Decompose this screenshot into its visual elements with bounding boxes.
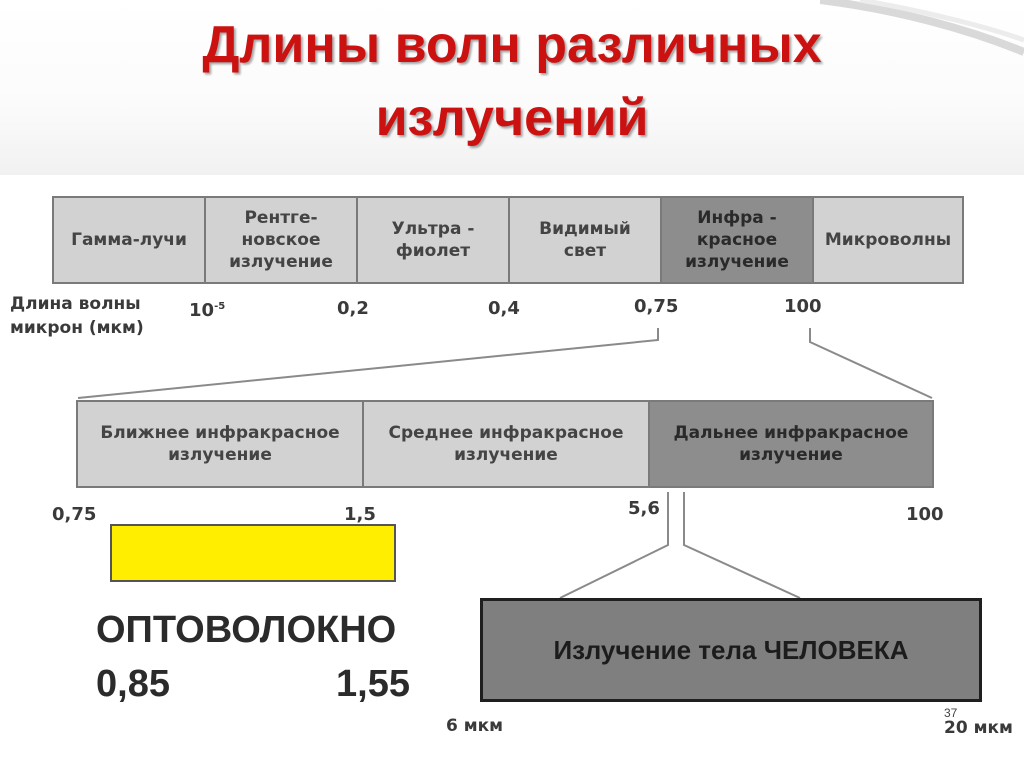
spectrum-tick-0: 10-5 <box>189 300 225 321</box>
spectrum-tick-2: 0,4 <box>488 298 520 319</box>
page-number: 37 <box>944 706 958 720</box>
tick-label: 10 <box>189 300 215 321</box>
spectrum-segment-gamma: Гамма-лучи <box>54 198 206 282</box>
tick-exponent: -5 <box>214 301 226 312</box>
spectrum-segment-ultraviolet: Ультра - фиолет <box>358 198 510 282</box>
infrared-segment-label: Ближнее инфракрасное излучение <box>100 423 340 465</box>
human-range-min: 6 мкм <box>446 716 504 736</box>
fiber-max-value: 1,55 <box>336 663 410 705</box>
wavelength-axis-label: Длина волны микрон (мкм) <box>10 292 144 340</box>
infrared-tick-3: 100 <box>906 504 944 525</box>
infrared-segment-label: Дальнее инфракрасное излучение <box>673 423 909 465</box>
spectrum-tick-4: 100 <box>784 296 822 317</box>
fiber-range-bar <box>110 524 396 582</box>
spectrum-band: Гамма-лучи Рентге- новское излучение Уль… <box>52 196 964 284</box>
infrared-segment-mid: Среднее инфракрасное излучение <box>364 402 650 486</box>
spectrum-segment-infrared: Инфра - красное излучение <box>662 198 814 282</box>
connector-left-upper <box>77 328 659 399</box>
infrared-band: Ближнее инфракрасное излучение Среднее и… <box>76 400 934 488</box>
connector-right-upper <box>809 328 933 399</box>
spectrum-segment-label: Ультра - фиолет <box>391 219 475 261</box>
spectrum-segment-label: Рентге- новское излучение <box>229 208 333 272</box>
spectrum-segment-microwave: Микроволны <box>814 198 962 282</box>
human-radiation-box: Излучение тела ЧЕЛОВЕКА <box>480 598 982 702</box>
spectrum-segment-label: Микроволны <box>824 230 952 250</box>
infrared-tick-1: 1,5 <box>344 504 376 525</box>
slide-title-line-1: Длины волн различных <box>202 16 822 74</box>
axis-label-line-1: Длина волны <box>10 294 141 314</box>
spectrum-tick-3: 0,75 <box>634 296 679 317</box>
infrared-tick-0: 0,75 <box>52 504 97 525</box>
slide-title-line-2: излучений <box>375 89 649 147</box>
infrared-segment-near: Ближнее инфракрасное излучение <box>78 402 364 486</box>
spectrum-segment-visible: Видимый свет <box>510 198 662 282</box>
header-background <box>0 0 1024 175</box>
axis-label-line-2: микрон (мкм) <box>10 318 144 338</box>
spectrum-segment-label: Инфра - красное излучение <box>685 208 789 272</box>
connector-right-lower <box>683 492 801 599</box>
infrared-segment-label: Среднее инфракрасное излучение <box>388 423 624 465</box>
infrared-segment-far: Дальнее инфракрасное излучение <box>650 402 932 486</box>
fiber-min-value: 0,85 <box>96 663 170 705</box>
human-range-max: 20 мкм <box>944 718 1013 738</box>
fiber-title: ОПТОВОЛОКНО <box>96 609 397 651</box>
spectrum-tick-1: 0,2 <box>337 298 369 319</box>
connector-left-lower <box>559 492 669 599</box>
spectrum-segment-xray: Рентге- новское излучение <box>206 198 358 282</box>
infrared-tick-2: 5,6 <box>628 498 660 519</box>
human-radiation-label: Излучение тела ЧЕЛОВЕКА <box>553 634 909 665</box>
header-swoosh <box>820 0 1024 56</box>
spectrum-segment-label: Видимый свет <box>539 219 631 261</box>
spectrum-segment-label: Гамма-лучи <box>71 230 187 250</box>
